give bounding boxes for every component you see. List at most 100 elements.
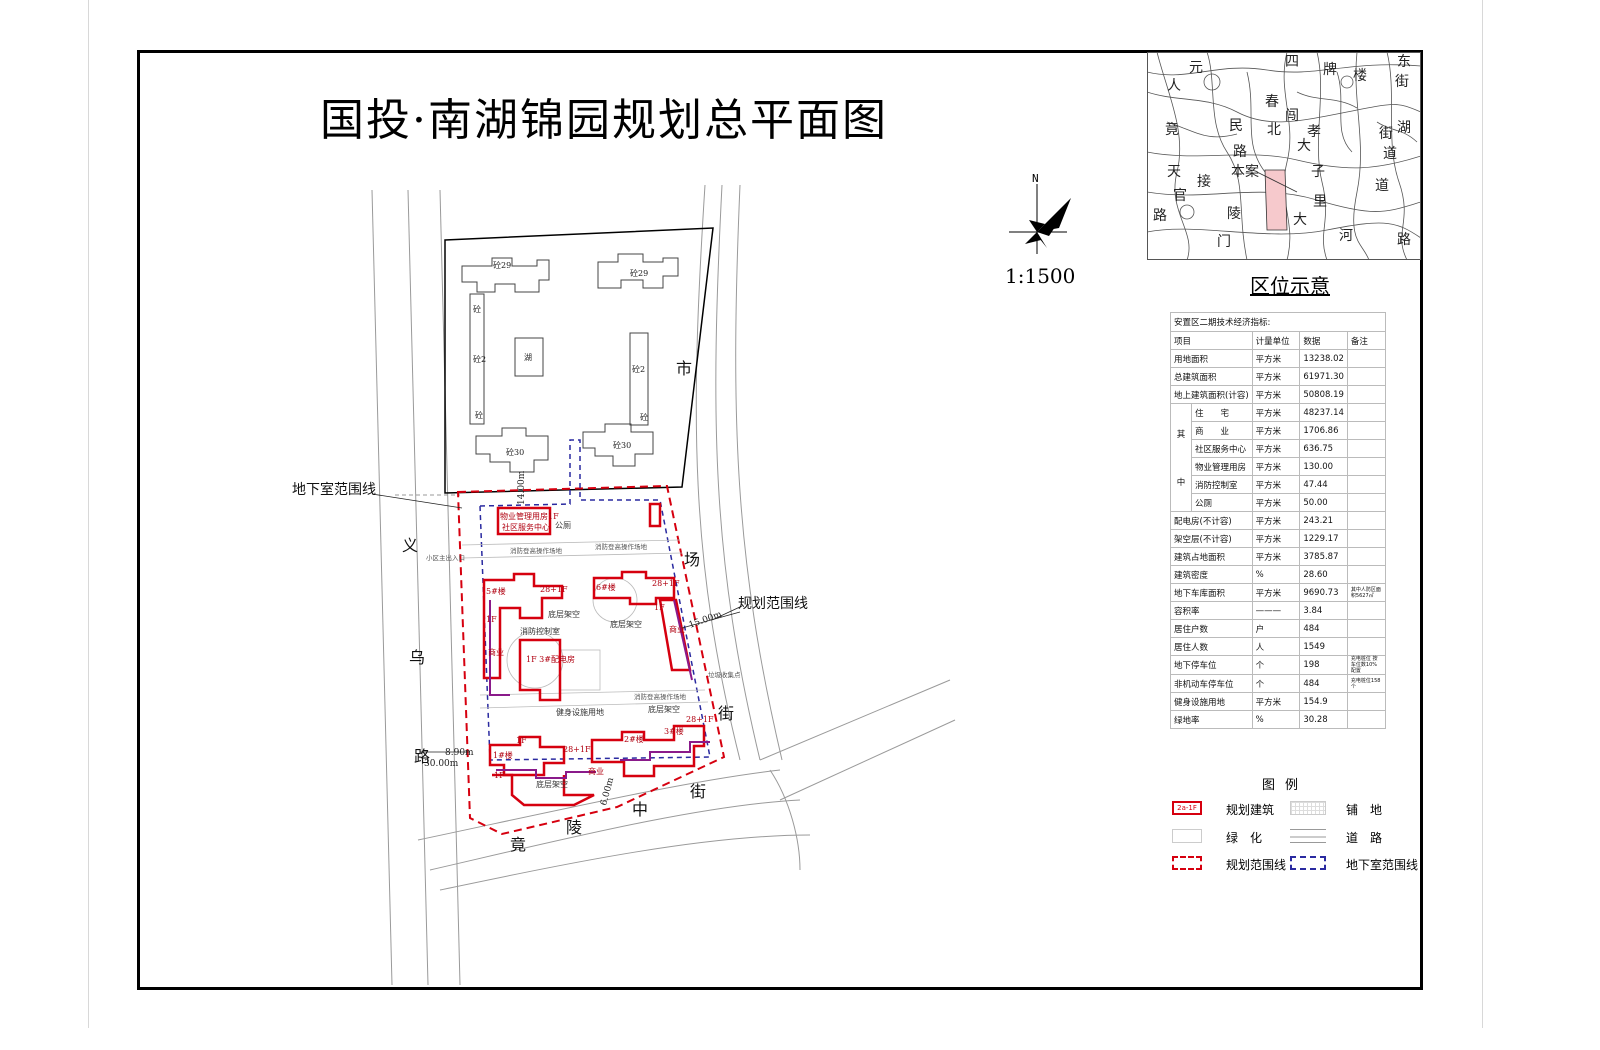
- indicator-unit: 平方米: [1251, 583, 1301, 602]
- loc-tian-label: 天: [1167, 164, 1181, 180]
- location-map: 元人四牌楼东街湖春闯竟民北孝街道路大天本案子道官接里陵大河路门路: [1147, 52, 1421, 260]
- indicator-item: 住 宅: [1191, 403, 1253, 422]
- building-5-floors: 28+1F: [540, 585, 568, 594]
- indicator-item: 总建筑面积: [1170, 367, 1253, 386]
- indicator-value: 50808.19: [1299, 385, 1348, 404]
- loc-bei-label: 北: [1267, 122, 1281, 138]
- indicator-note: [1346, 475, 1387, 494]
- indicator-unit: 平方米: [1251, 475, 1301, 494]
- indicator-note: [1346, 692, 1387, 711]
- existing-label: 砼29: [493, 260, 511, 270]
- commerce-label: 商业: [488, 647, 504, 657]
- legend-swatch-road: [1290, 829, 1326, 843]
- planned-podiums: [489, 599, 710, 779]
- indicator-item: 健身设施用地: [1170, 692, 1253, 711]
- north-label: N: [1032, 172, 1039, 185]
- indicator-value: 484: [1299, 619, 1348, 638]
- header-note: 备注: [1346, 331, 1387, 350]
- indicator-value: 484: [1299, 674, 1348, 693]
- planning-boundary-line: [456, 484, 726, 836]
- indicator-item: 建筑占地面积: [1170, 547, 1253, 566]
- location-map-caption: 区位示意: [1250, 274, 1330, 298]
- loc-lu3-label: 路: [1397, 232, 1411, 248]
- legend-label-greenery: 绿 化: [1226, 831, 1263, 845]
- open-ground-label: 底层架空: [548, 609, 580, 619]
- fire-lane-label: 消防登高操作场地: [510, 546, 563, 555]
- indicator-row: 容积率———3.84: [1170, 601, 1387, 620]
- indicator-unit: 平方米: [1251, 529, 1301, 548]
- open-ground-label: 底层架空: [536, 779, 568, 789]
- indicator-table-caption: 安置区二期技术经济指标:: [1170, 312, 1386, 332]
- indicator-note: [1346, 511, 1387, 530]
- indicator-unit: 平方米: [1251, 349, 1301, 368]
- property-room-label: 物业管理用房1F: [500, 511, 559, 521]
- indicator-item: 地下车库面积: [1170, 583, 1253, 602]
- fire-lane-label: 消防登高操作场地: [595, 542, 648, 551]
- indicator-note: [1346, 385, 1387, 404]
- existing-label: 砼30: [506, 447, 524, 457]
- road-label-shichang: 街: [718, 704, 734, 723]
- basement-line-callout: 地下室范围线: [292, 481, 376, 498]
- indicator-row: 建筑密度%28.60: [1170, 565, 1387, 584]
- garbage-point-label: 垃圾收集点: [708, 670, 741, 679]
- indicator-item: 物业管理用房: [1191, 457, 1253, 476]
- indicator-row: 绿地率%30.28: [1170, 710, 1387, 729]
- indicator-note: [1346, 710, 1387, 729]
- legend-label-road: 道 路: [1346, 831, 1383, 845]
- indicator-table-header: 项目 计量单位 数据 备注: [1170, 331, 1387, 350]
- site-plan: 砼29 砼29 砼 砼2 砼 砼30 砼2 砼 砼30 湖: [292, 184, 956, 986]
- loc-pai-label: 牌: [1323, 61, 1337, 78]
- loc-lu1-label: 路: [1233, 144, 1247, 160]
- loc-yuan-label: 元: [1189, 60, 1203, 76]
- indicator-note: [1346, 637, 1387, 656]
- indicator-unit: 人: [1251, 637, 1301, 656]
- indicator-unit: 平方米: [1251, 403, 1301, 422]
- legend-swatch-planned-building: 2a-1F: [1172, 801, 1202, 815]
- loc-min-label: 民: [1229, 118, 1243, 134]
- road-label-jingling: 街: [690, 782, 706, 801]
- group-label-2: 中: [1176, 477, 1186, 488]
- indicator-item: 公厕: [1191, 493, 1253, 512]
- legend-swatch-paving: [1290, 801, 1326, 815]
- dimension-label: 14.00m: [517, 470, 527, 505]
- legend-label-basement-boundary: 地下室范围线: [1346, 858, 1419, 872]
- indicator-item: 社区服务中心: [1191, 439, 1253, 458]
- indicator-unit: 个: [1251, 655, 1301, 675]
- loc-si-label: 四: [1285, 54, 1299, 70]
- existing-label: 砼: [640, 412, 648, 422]
- indicator-unit: 平方米: [1251, 439, 1301, 458]
- indicator-unit: 平方米: [1251, 457, 1301, 476]
- loc-jie2-label: 街: [1379, 126, 1393, 142]
- header-unit: 计量单位: [1251, 331, 1301, 350]
- building-6-label: 6#楼: [596, 582, 616, 592]
- indicator-note: [1346, 529, 1387, 548]
- indicator-item: 商 业: [1191, 421, 1253, 440]
- indicator-value: 1229.17: [1299, 529, 1348, 548]
- indicator-value: 61971.30: [1299, 367, 1348, 386]
- indicator-note: 充电桩位158个: [1346, 674, 1387, 693]
- indicator-item: 地上建筑面积(计容): [1170, 385, 1253, 404]
- indicator-value: 28.60: [1299, 565, 1348, 584]
- road-label-shichang: 场: [684, 550, 700, 569]
- legend-title: 图例: [1262, 778, 1309, 793]
- indicator-value: 636.75: [1299, 439, 1348, 458]
- loc-da2-label: 大: [1293, 212, 1307, 228]
- header-value: 数据: [1299, 331, 1348, 350]
- indicator-unit: 平方米: [1251, 385, 1301, 404]
- indicator-value: 48237.14: [1299, 403, 1348, 422]
- indicator-value: 13238.02: [1299, 349, 1348, 368]
- loc-li-label: 里: [1313, 194, 1327, 210]
- fire-control-room-label: 消防控制室: [520, 626, 560, 636]
- indicator-note: [1346, 457, 1387, 476]
- indicator-unit: %: [1251, 565, 1301, 584]
